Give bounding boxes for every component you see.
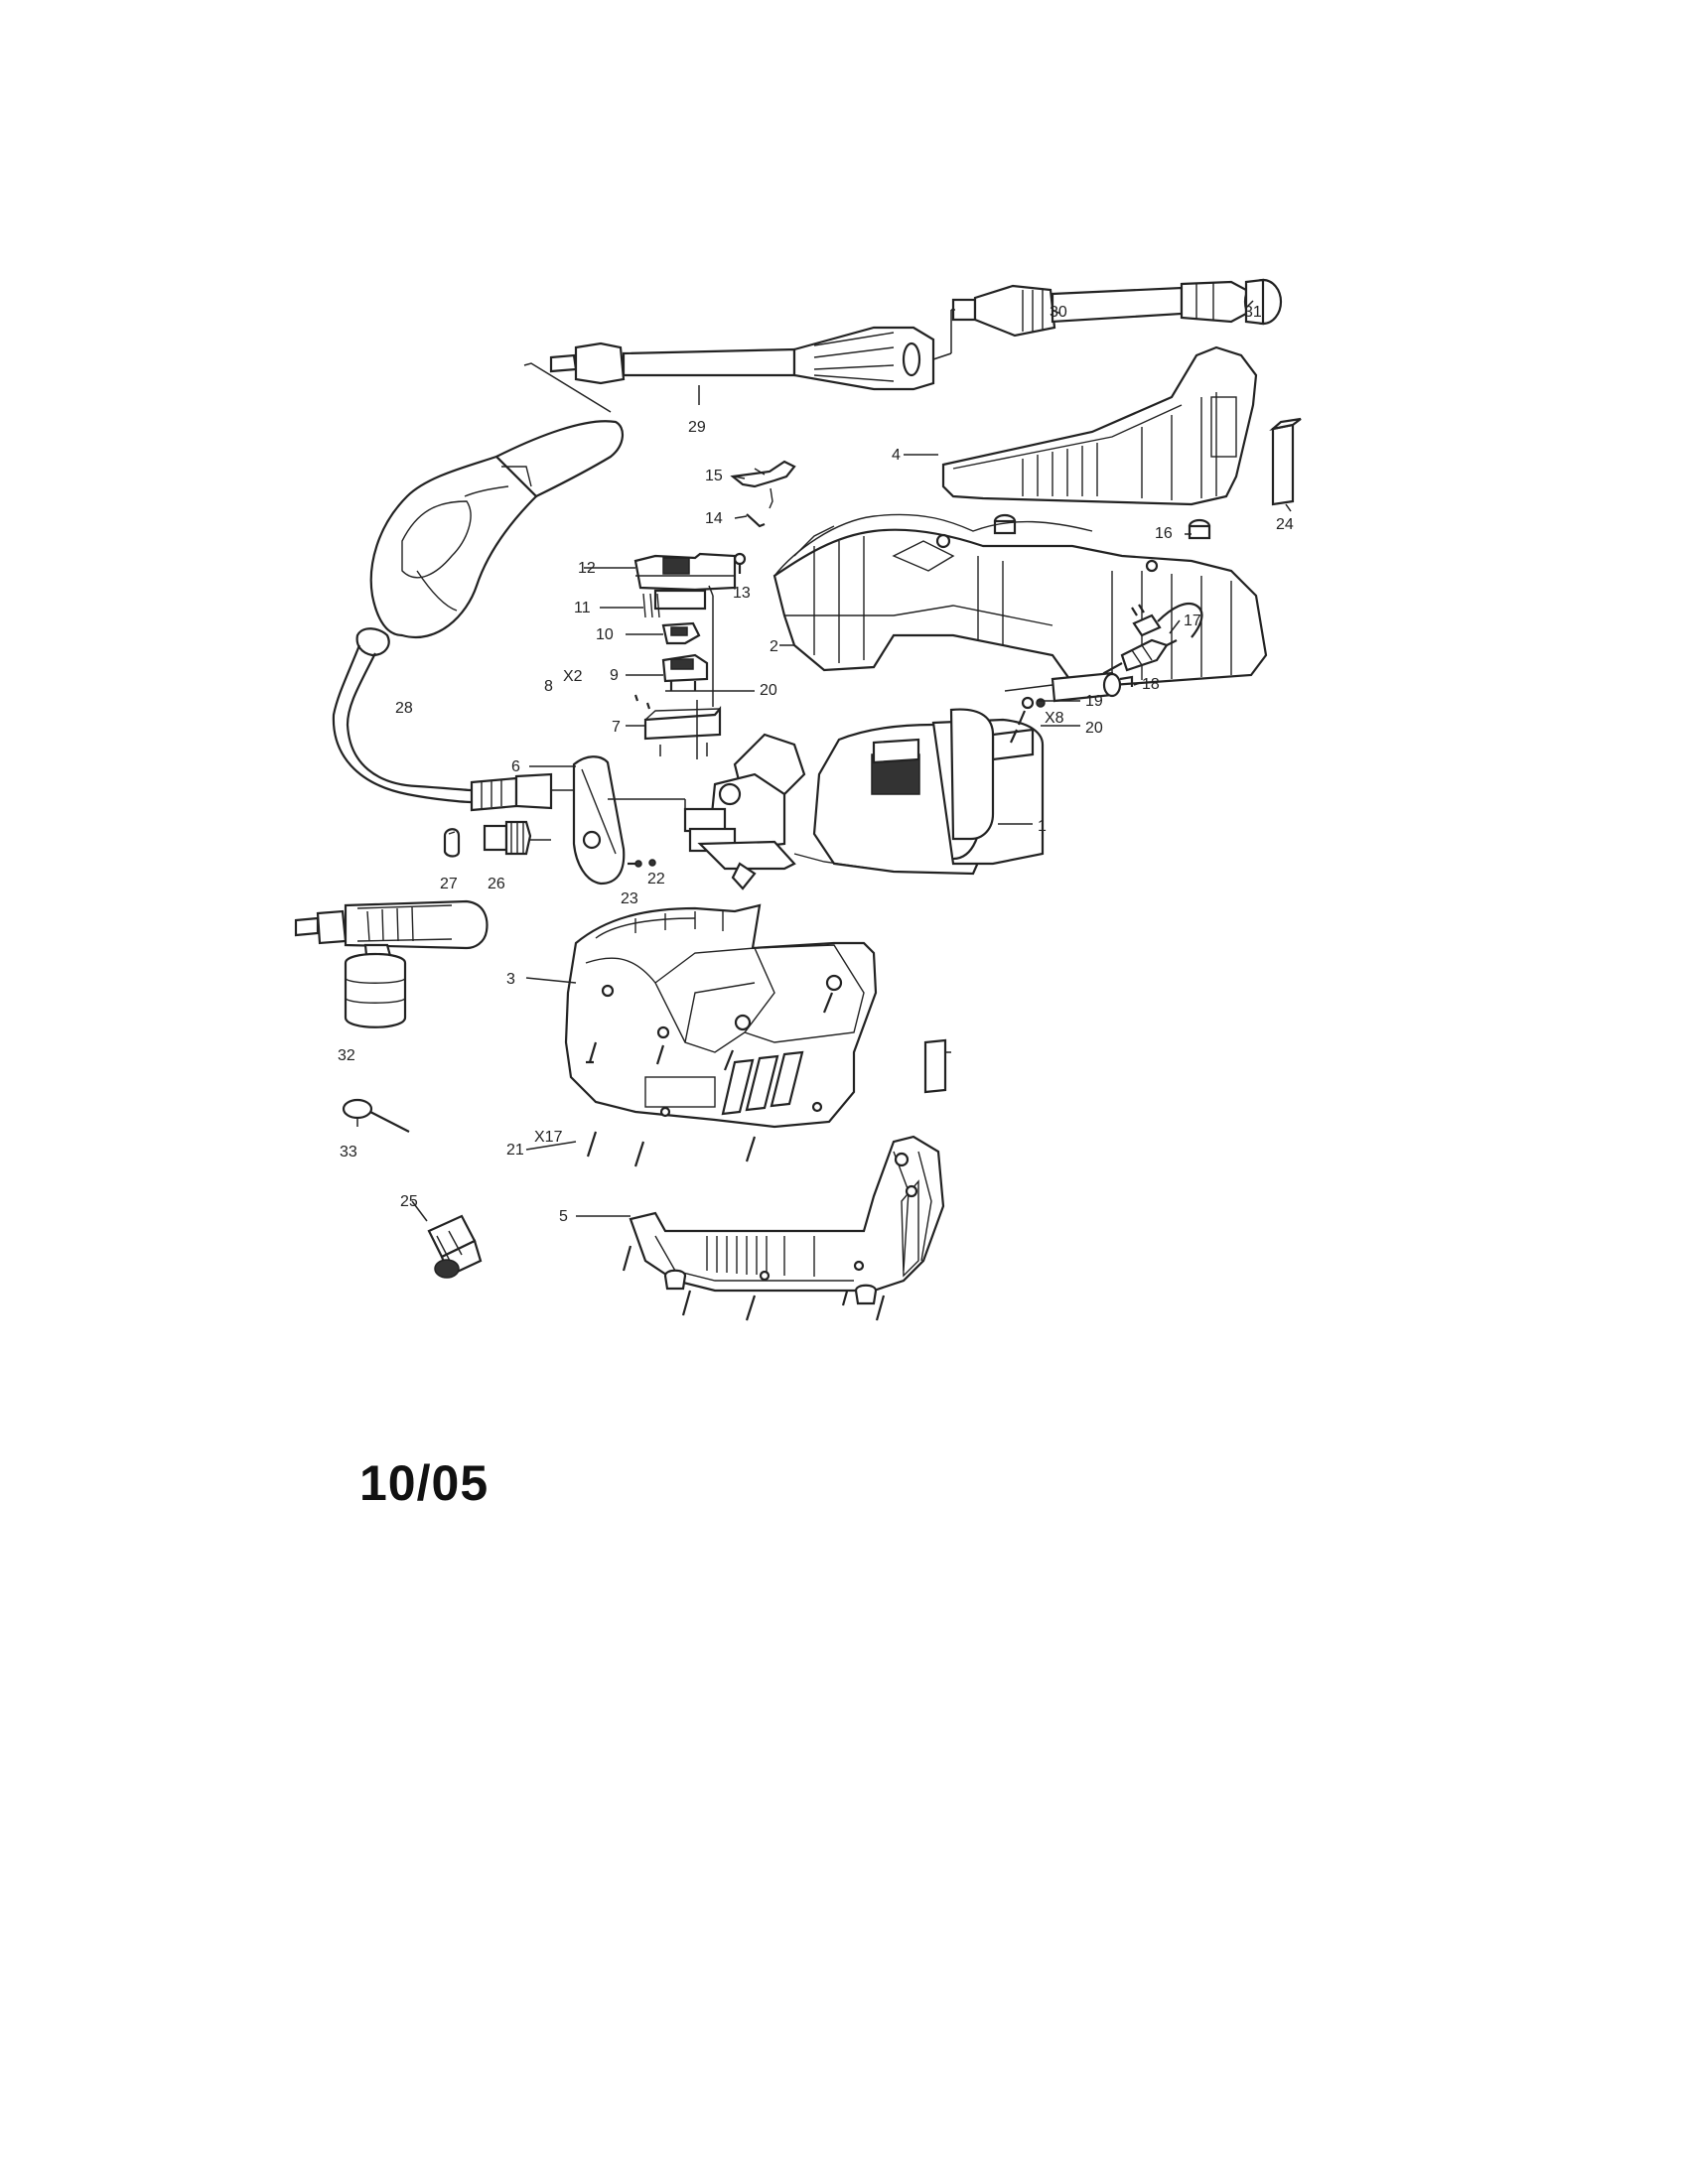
callout-2: 2 [770, 638, 778, 655]
part-8-screws [633, 694, 651, 710]
part-23-washer [923, 1038, 951, 1094]
callout-22: 22 [647, 871, 665, 887]
callout-7: 7 [612, 719, 621, 736]
callout-3: 3 [506, 971, 515, 988]
callout-19: 19 [1085, 693, 1103, 710]
callout-11: 11 [574, 600, 591, 616]
part-32-soap-applicator [294, 899, 489, 1028]
part-2-base [772, 513, 1268, 687]
part-10-contact [661, 621, 701, 645]
callout-24: 24 [1276, 516, 1294, 533]
callout-8-qty: X2 [563, 668, 583, 685]
date-code: 10/05 [359, 1455, 490, 1511]
part-6-end-plate [572, 755, 686, 886]
part-16-foot [993, 513, 1211, 540]
callout-15: 15 [705, 468, 723, 484]
callout-26: 26 [488, 876, 505, 892]
leader-lines [356, 300, 1292, 1222]
callout-17: 17 [1184, 613, 1201, 629]
part-4-upper-cover [941, 345, 1258, 506]
callout-13: 13 [733, 585, 751, 602]
part-22-screw [628, 859, 656, 868]
callout-9: 9 [610, 667, 619, 684]
part-29-lance [549, 309, 955, 391]
part-19-clamp [1021, 696, 1046, 710]
part-15-knob [730, 460, 796, 509]
callout-14: 14 [705, 510, 723, 527]
callout-16: 16 [1155, 525, 1173, 542]
part-13-screw [733, 552, 747, 574]
callout-12: 12 [578, 560, 596, 577]
part-27-clip [443, 828, 461, 858]
callout-labels: 1 2 3 4 5 6 7 8 X2 9 10 11 12 13 14 15 1… [338, 304, 1294, 1225]
part-26-coupler [483, 820, 551, 856]
part-33-needle [342, 1098, 410, 1133]
part-1-motor-pump [683, 708, 1045, 890]
callout-5: 5 [559, 1208, 568, 1225]
callout-23: 23 [621, 890, 638, 907]
callout-21: 21 [506, 1142, 524, 1159]
part-3-front-cover [564, 903, 878, 1129]
part-11-terminal [642, 593, 660, 618]
callout-28: 28 [395, 700, 413, 717]
callout-20-right: 20 [1085, 720, 1103, 737]
callout-25: 25 [400, 1193, 418, 1210]
part-20-screws [1010, 710, 1027, 744]
part-7-box [643, 700, 722, 759]
part-30-31-extension-wand [951, 278, 1283, 338]
part-18-cord-sleeve [1051, 671, 1134, 703]
part-5-lower-cover [629, 1135, 945, 1305]
part-24-block [1269, 417, 1302, 506]
callout-33: 33 [340, 1144, 357, 1160]
part-28-spray-gun [332, 362, 624, 812]
callout-27: 27 [440, 876, 458, 892]
part-25-adapter [427, 1214, 483, 1279]
callout-4: 4 [892, 447, 901, 464]
callout-29: 29 [688, 419, 706, 436]
callout-1: 1 [1038, 818, 1047, 835]
callout-21-qty: X17 [534, 1129, 563, 1146]
callout-6: 6 [511, 758, 520, 775]
callout-8: 8 [544, 678, 553, 695]
callout-10: 10 [596, 626, 614, 643]
callout-18: 18 [1142, 676, 1160, 693]
part-12-switch-housing [633, 552, 737, 707]
part-14-pin [746, 513, 766, 528]
callout-31: 31 [1244, 304, 1262, 321]
callout-20-qty: X8 [1045, 710, 1064, 727]
callout-30: 30 [1050, 304, 1067, 321]
callout-32: 32 [338, 1047, 355, 1064]
callout-20-top: 20 [760, 682, 777, 699]
part-9-switch [661, 653, 709, 691]
